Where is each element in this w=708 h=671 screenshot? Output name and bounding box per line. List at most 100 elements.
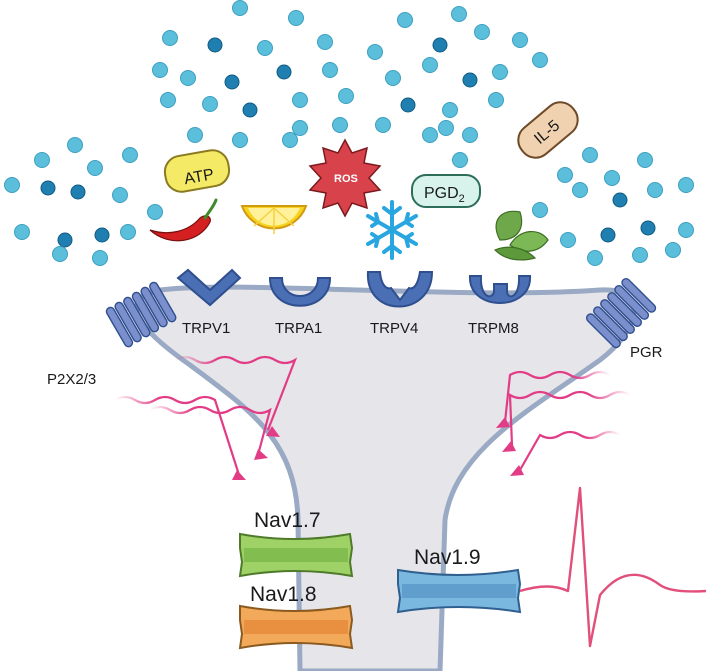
- particle: [202, 96, 218, 112]
- particle: [422, 127, 438, 143]
- particle: [400, 97, 416, 113]
- neuron-terminal: [134, 284, 637, 671]
- particle: [385, 70, 401, 86]
- ros-burst: ROS: [308, 138, 382, 218]
- pgd2-badge: PGD2: [411, 174, 481, 208]
- particle: [582, 147, 598, 163]
- particle: [560, 232, 576, 248]
- particle: [120, 224, 136, 240]
- label-pgr: PGR: [630, 344, 663, 361]
- particle: [367, 44, 383, 60]
- particle: [224, 74, 240, 90]
- particle: [160, 92, 176, 108]
- particle: [67, 137, 83, 153]
- particle: [632, 247, 648, 263]
- nav18-channel: [238, 604, 354, 650]
- particle: [532, 52, 548, 68]
- nav17-channel: [238, 532, 354, 578]
- particle: [462, 127, 478, 143]
- particle: [451, 6, 467, 22]
- particle: [207, 37, 223, 53]
- particle: [276, 64, 292, 80]
- particle: [232, 132, 248, 148]
- particle: [678, 222, 694, 238]
- label-trpv4: TRPV4: [370, 320, 418, 337]
- particle: [612, 192, 628, 208]
- particle: [282, 132, 298, 148]
- pgd2-text: PGD2: [424, 185, 465, 205]
- action-potential-trace: [519, 486, 707, 648]
- trpv4-receptor: [366, 271, 434, 308]
- particle: [4, 177, 20, 193]
- particle: [257, 40, 273, 56]
- stimulus-arrows-right: [496, 370, 631, 476]
- particle: [532, 202, 548, 218]
- particle: [187, 127, 203, 143]
- particle: [492, 64, 508, 80]
- particle: [474, 24, 490, 40]
- particle: [452, 152, 468, 168]
- p2x-receptor: [105, 281, 177, 348]
- particle: [332, 117, 348, 133]
- particle: [604, 170, 620, 186]
- particle: [122, 147, 138, 163]
- label-p2x: P2X2/3: [47, 371, 96, 388]
- lemon-icon: [240, 205, 308, 234]
- extracellular-particles: [4, 0, 694, 266]
- particle: [600, 227, 616, 243]
- particle: [665, 242, 681, 258]
- label-trpa1: TRPA1: [275, 320, 322, 337]
- particle: [587, 250, 603, 266]
- stimulus-arrows-left: [114, 355, 298, 480]
- particle: [397, 12, 413, 28]
- particle: [162, 30, 178, 46]
- particle: [322, 62, 338, 78]
- particle: [317, 34, 333, 50]
- ros-text: ROS: [334, 173, 358, 185]
- particle: [647, 182, 663, 198]
- particle: [338, 88, 354, 104]
- particle: [422, 57, 438, 73]
- particle: [87, 160, 103, 176]
- particle: [375, 117, 391, 133]
- particle: [432, 37, 448, 53]
- label-trpm8: TRPM8: [468, 320, 519, 337]
- particle: [112, 187, 128, 203]
- particle: [438, 120, 454, 136]
- particle: [678, 177, 694, 193]
- trpv1-receptor: [176, 268, 242, 307]
- particle: [242, 102, 258, 118]
- particle: [292, 120, 308, 136]
- label-nav18: Nav1.8: [250, 583, 317, 606]
- particle: [40, 180, 56, 196]
- particle: [70, 184, 86, 200]
- particle: [442, 102, 458, 118]
- snowflake-icon: [366, 200, 418, 260]
- label-nav17: Nav1.7: [254, 509, 321, 532]
- il5-badge: IL-5: [517, 101, 579, 159]
- particle: [92, 250, 108, 266]
- particle: [557, 167, 573, 183]
- particle: [57, 232, 73, 248]
- particle: [34, 152, 50, 168]
- nav19-channel: [396, 568, 522, 614]
- particle: [232, 0, 248, 16]
- atp-badge: ATP: [163, 149, 231, 193]
- particle: [637, 152, 653, 168]
- label-trpv1: TRPV1: [182, 320, 230, 337]
- particle: [292, 92, 308, 108]
- particle: [512, 32, 528, 48]
- pgr-receptor: [585, 277, 657, 349]
- chili-pepper-icon: [149, 198, 218, 242]
- particle: [572, 182, 588, 198]
- particle: [288, 10, 304, 26]
- particle: [147, 204, 163, 220]
- particle: [94, 227, 110, 243]
- atp-text: ATP: [183, 166, 215, 188]
- particle: [488, 92, 504, 108]
- mint-leaf-icon: [493, 210, 549, 261]
- label-nav19: Nav1.9: [414, 546, 481, 569]
- particle: [180, 70, 196, 86]
